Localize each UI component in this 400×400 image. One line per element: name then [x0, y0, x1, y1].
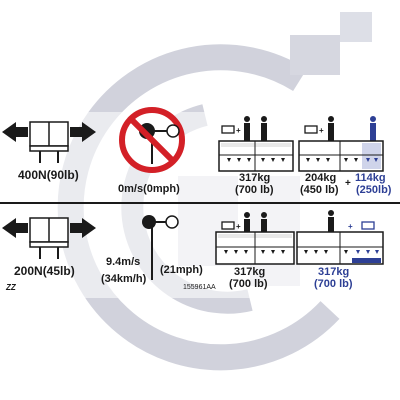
row2-speed-ms: 9.4m/s [106, 256, 141, 268]
row1-load-a-weight-lb: (700 lb) [235, 184, 274, 196]
double-arrow-platform-icon [2, 217, 96, 259]
toolbox-icon [304, 125, 318, 134]
svg-text:+: + [319, 126, 324, 135]
double-arrow-platform-icon [2, 121, 96, 163]
row1-load-b-extra-lb: (250lb) [356, 184, 392, 196]
row2-load-a-weight: 317kg [234, 266, 266, 278]
row1-speed-label: 0m/s(0mph) [118, 183, 180, 195]
wind-icon [142, 215, 179, 280]
svg-text:+: + [236, 126, 241, 135]
row1-load-b-weight-lb: (450 lb) [300, 184, 339, 196]
platform-load-icon: + [296, 210, 384, 265]
footer-code-left: ZZ [6, 283, 16, 292]
toolbox-icon [361, 221, 375, 230]
person-icon [328, 116, 334, 141]
footer-part-number: 155961AA [183, 284, 216, 291]
svg-text:+: + [348, 222, 353, 231]
row2-speed-kmh: (34km/h) [101, 273, 147, 285]
person-icon [328, 210, 334, 235]
row1-load-b-weight: 204kg [305, 172, 337, 184]
platform-load-icon: + [298, 116, 384, 172]
person-icon [244, 116, 267, 141]
svg-text:+: + [236, 222, 241, 231]
toolbox-icon [221, 221, 235, 230]
row2-force-label: 200N(45lb) [14, 264, 75, 278]
row2-load-b-weight: 317kg [318, 266, 350, 278]
toolbox-icon [221, 125, 235, 134]
row2-speed-mph: (21mph) [160, 264, 203, 276]
no-wind-icon [119, 107, 185, 173]
person-icon [370, 116, 376, 141]
platform-load-icon: + [215, 212, 295, 265]
row2-load-b-weight-lb: (700 lb) [314, 278, 353, 290]
row2-load-a-weight-lb: (700 lb) [229, 278, 268, 290]
row1-plus: + [345, 178, 351, 189]
person-icon [244, 212, 267, 237]
row1-load-a-weight: 317kg [239, 172, 271, 184]
row1-force-label: 400N(90lb) [18, 168, 79, 182]
row1-load-b-extra: 114kg [355, 172, 386, 184]
platform-load-icon: + [218, 116, 294, 172]
